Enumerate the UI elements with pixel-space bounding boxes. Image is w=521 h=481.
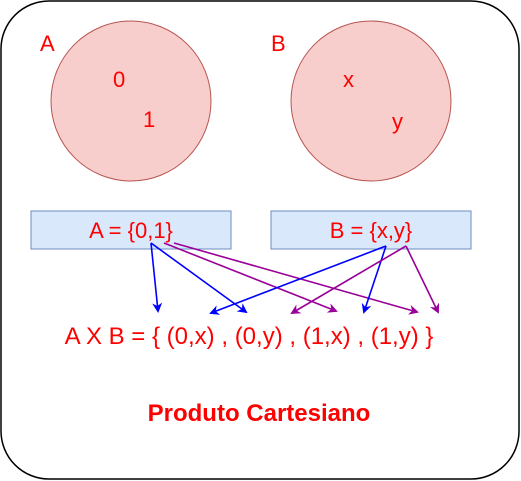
arrow-a1-to-pair-1y <box>173 242 419 315</box>
set-b-notation-box <box>270 210 472 250</box>
pair-0x: (0,x) <box>167 323 215 350</box>
arrow-a0-to-pair-0y <box>150 242 248 314</box>
pair-1y: (1,y) <box>371 323 419 350</box>
product-suffix: } <box>425 323 433 350</box>
arrow-by-to-pair-1y <box>405 245 440 314</box>
set-b-circle <box>290 20 452 182</box>
set-b-notation: B = {x,y} <box>330 218 413 243</box>
product-prefix: A X B = { <box>65 323 160 350</box>
pair-separator: , <box>289 323 296 350</box>
pair-separator: , <box>221 323 228 350</box>
diagram-caption: Produto Cartesiano <box>148 400 371 427</box>
set-a-element-0: 0 <box>113 67 125 92</box>
pair-separator: , <box>357 323 364 350</box>
arrow-a1-to-pair-1x <box>163 242 338 313</box>
arrow-a0-to-pair-0x <box>150 242 163 313</box>
set-a-label: A <box>40 31 55 56</box>
arrow-bx-to-pair-0x <box>209 245 387 315</box>
set-a-notation-box <box>30 210 232 250</box>
set-b-element-y: y <box>392 109 403 134</box>
arrow-by-to-pair-0y <box>290 245 407 315</box>
set-b-element-x: x <box>343 67 354 92</box>
set-a-element-1: 1 <box>143 107 155 132</box>
pair-1x: (1,x) <box>303 323 351 350</box>
set-a-circle <box>50 20 212 182</box>
set-b-label: B <box>271 31 286 56</box>
set-a-notation: A = {0,1} <box>89 218 173 243</box>
product-expression: A X B = { (0,x) , (0,y) , (1,x) , (1,y) … <box>65 323 434 350</box>
arrow-bx-to-pair-1x <box>361 245 387 314</box>
pair-0y: (0,y) <box>235 323 283 350</box>
